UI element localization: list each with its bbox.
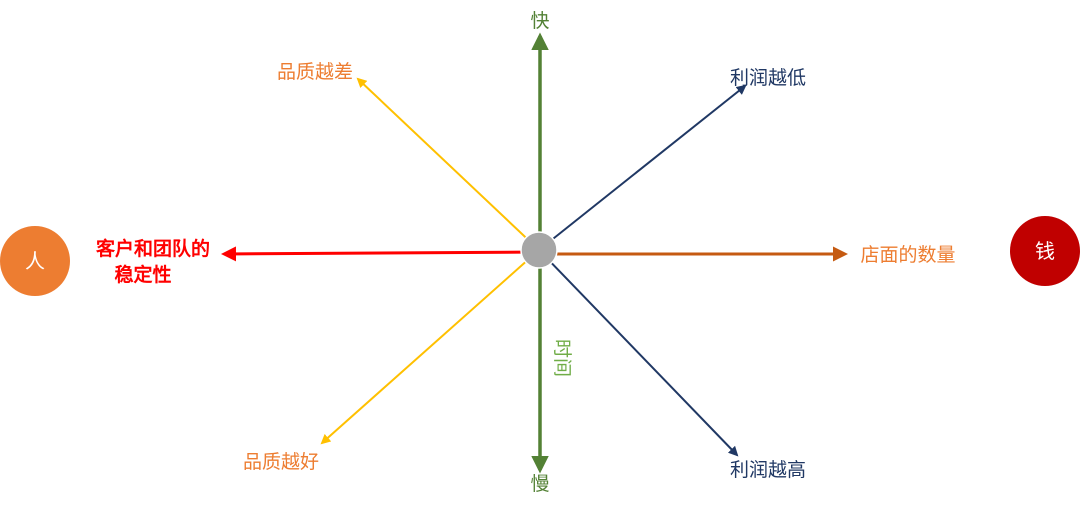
label-slow: 慢 [530, 473, 549, 495]
quality-better-arrow [320, 249, 540, 445]
money-node-label: 钱 [1035, 239, 1055, 263]
label-stability-line2: 稳定性 [114, 263, 171, 286]
money-node [1010, 216, 1080, 286]
people-node-label: 人 [25, 249, 45, 273]
quality-worse-arrow [356, 77, 540, 251]
label-fast: 快 [530, 10, 549, 32]
stability-arrow [221, 246, 540, 262]
label-quality-worse: 品质越差 [277, 61, 353, 83]
label-time: 时间 [551, 339, 573, 377]
label-quality-better: 品质越好 [243, 451, 319, 473]
profit-higher-arrow [538, 249, 739, 457]
label-stability-line1: 客户和团队的 [96, 237, 210, 260]
profit-lower-arrow [538, 84, 747, 251]
label-profit-higher: 利润越高 [730, 459, 806, 481]
people-node [0, 226, 70, 296]
label-profit-lower: 利润越低 [730, 67, 806, 89]
center-node [520, 231, 558, 269]
label-store-count: 店面的数量 [860, 244, 955, 266]
